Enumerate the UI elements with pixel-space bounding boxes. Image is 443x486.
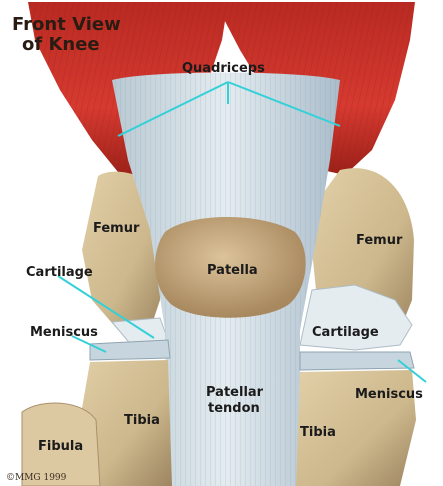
title-line-2: of Knee <box>22 34 100 55</box>
label-tibia-right: Tibia <box>300 425 336 440</box>
label-tibia-left: Tibia <box>124 413 160 428</box>
label-patellar-tendon-line2: tendon <box>208 401 260 416</box>
label-cartilage-left: Cartilage <box>26 265 93 280</box>
label-patellar-tendon-line1: Patellar <box>206 385 264 400</box>
copyright-text: ©MMG 1999 <box>6 473 67 483</box>
label-fibula: Fibula <box>38 439 83 454</box>
label-femur-left: Femur <box>93 221 140 236</box>
label-meniscus-left: Meniscus <box>30 325 98 340</box>
label-patella: Patella <box>207 263 258 278</box>
label-cartilage-right: Cartilage <box>312 325 379 340</box>
label-femur-right: Femur <box>356 233 403 248</box>
title-line-1: Front View <box>12 14 121 35</box>
label-meniscus-right: Meniscus <box>355 387 423 402</box>
meniscus-right <box>300 352 414 370</box>
label-quadriceps: Quadriceps <box>182 61 265 76</box>
